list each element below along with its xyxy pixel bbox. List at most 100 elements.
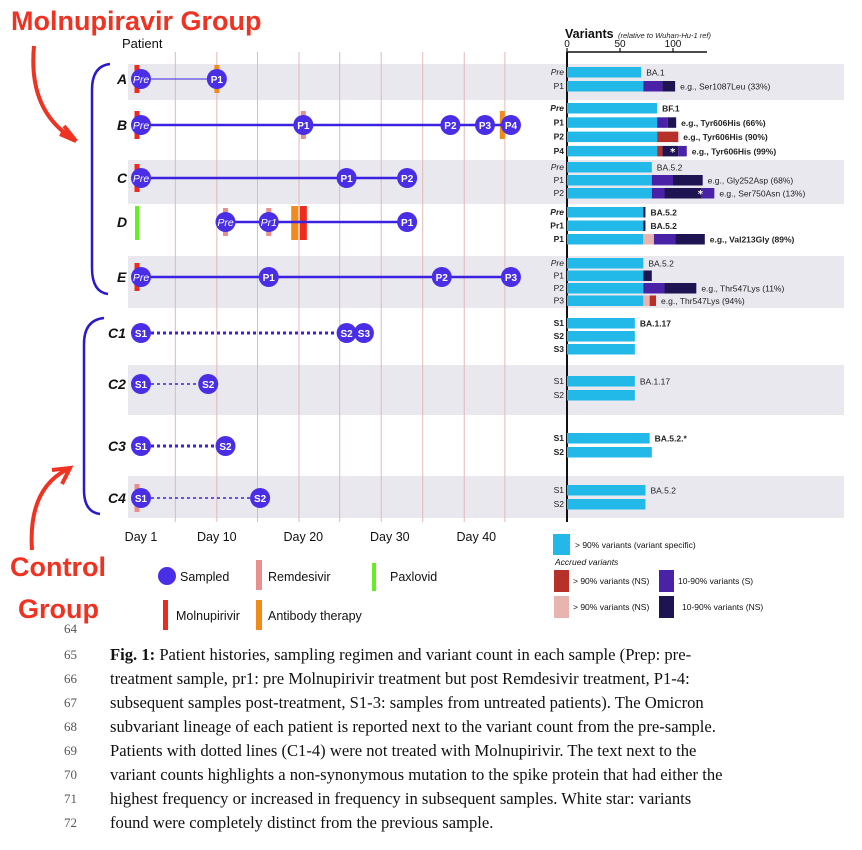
variant-bar-specific (567, 234, 644, 245)
timeline-row-shade (128, 476, 540, 518)
sample-label: S1 (135, 380, 148, 391)
caption-line: found were completely distinct from the … (110, 813, 494, 832)
variant-bar-accrued (653, 234, 676, 245)
variant-row-label: P1 (554, 271, 565, 281)
variant-note: e.g., Tyr606His (66%) (681, 118, 766, 128)
legend-ns90-label: > 90% variants (NS) (573, 576, 649, 586)
variant-row-label: P1 (554, 117, 565, 127)
variant-row-label: P2 (554, 283, 565, 293)
control-group-title-line1: Control (10, 552, 106, 582)
variants-subtitle: (relative to Wuhan-Hu-1 ref) (618, 31, 711, 40)
variant-bar-accrued (664, 283, 697, 294)
legend-remdesivir-swatch (256, 560, 262, 590)
patient-label: C2 (108, 376, 126, 392)
control-arrowhead (51, 465, 74, 485)
sample-point (397, 212, 418, 232)
variant-bar-accrued (678, 145, 687, 157)
variant-bar-accrued (667, 117, 677, 128)
variant-row-label: S3 (554, 344, 565, 354)
variant-row-label: P2 (554, 188, 565, 198)
sample-label: S2 (202, 380, 215, 391)
variant-row-label: S1 (554, 318, 565, 328)
legend-s90-swatch (554, 596, 569, 618)
patient-label: C1 (108, 325, 126, 341)
patient-label: D (117, 214, 127, 230)
variant-bar-specific (567, 220, 644, 231)
variant-bar-specific (567, 145, 658, 157)
variant-bar-accrued (651, 188, 665, 199)
legend-paxlovid-swatch (372, 563, 376, 591)
variant-row-label: Pre (550, 103, 564, 113)
timeline-row-shade (128, 160, 540, 204)
variant-row-label: P1 (554, 175, 565, 185)
variant-row-label: S2 (554, 390, 565, 400)
molnupiravir-bracket (90, 62, 111, 296)
variant-bar-specific (567, 390, 635, 401)
sample-label: P2 (401, 174, 414, 185)
sample-label: Pre (133, 173, 150, 185)
variant-bar-specific (567, 447, 652, 458)
variant-note: BA.5.2.* (655, 434, 688, 444)
variant-bar-specific (567, 376, 635, 387)
variant-note: BF.1 (662, 104, 680, 114)
legend-accrued-title: Accrued variants (554, 557, 619, 567)
variant-note: e.g., Tyr606His (99%) (692, 146, 777, 156)
legend-paxlovid-label: Paxlovid (390, 570, 437, 584)
line-number: 66 (64, 671, 77, 686)
variant-note: e.g., Gly252Asp (68%) (708, 176, 794, 186)
legend-ns90-swatch (554, 570, 569, 592)
legend-antibody-swatch (256, 600, 262, 630)
variant-row-label: P1 (554, 81, 565, 91)
sample-label: S2 (340, 329, 353, 340)
variant-bar-specific (567, 188, 652, 199)
sample-label: Pre (133, 120, 150, 132)
variant-row-label: S1 (554, 485, 565, 495)
sample-point (131, 436, 151, 456)
variant-note: BA.5.2 (648, 259, 674, 269)
sample-point (131, 374, 151, 394)
line-number: 65 (64, 647, 77, 662)
variant-note: BA.5.2 (650, 221, 677, 231)
molnupiravir-arrowhead (59, 124, 78, 143)
variant-row-label: S1 (554, 376, 565, 386)
variant-row-label: S1 (554, 433, 565, 443)
variants-title: Variants (565, 27, 614, 41)
day-tick-label: Day 40 (457, 530, 497, 544)
sample-point (206, 69, 227, 89)
variant-row-label: Pr1 (550, 221, 564, 231)
variant-bar-accrued (673, 175, 703, 186)
variant-bar-accrued (657, 117, 668, 128)
legend-antibody-label: Antibody therapy (268, 609, 363, 623)
variant-row-label: P3 (554, 296, 565, 306)
variant-bar-specific (567, 103, 658, 114)
paxlovid-bar (135, 206, 139, 240)
variant-bar-accrued (643, 81, 663, 92)
sample-label: S1 (135, 494, 148, 505)
line-number: 71 (64, 791, 77, 806)
legend-s1090-swatch (659, 570, 674, 592)
line-number: 69 (64, 743, 77, 758)
variant-note: e.g., Ser1087Leu (33%) (680, 82, 770, 92)
sample-label: P2 (436, 273, 449, 284)
sample-label: P1 (340, 174, 353, 185)
sample-label: S1 (135, 442, 148, 453)
sample-label: Pre (217, 217, 234, 229)
variant-bar-specific (567, 485, 646, 496)
variant-bar-specific (567, 207, 644, 218)
variants-tick-label: 100 (665, 39, 682, 50)
variant-bar-accrued (657, 145, 663, 157)
line-number: 68 (64, 719, 77, 734)
sample-label: P1 (263, 273, 276, 284)
variant-row-label: Pre (551, 258, 565, 268)
variant-note: BA.5.2 (650, 486, 676, 496)
variant-bar-specific (567, 131, 658, 143)
white-star: * (670, 147, 676, 158)
variant-note: e.g., Ser750Asn (13%) (719, 189, 805, 199)
variant-note: BA.1.17 (640, 377, 671, 387)
day-tick-label: Day 10 (197, 530, 237, 544)
molnupiravir-arrow (31, 45, 74, 140)
variant-bar-accrued (662, 81, 676, 92)
legend-molnupiravir-label: Molnupirivir (176, 609, 240, 623)
legend-s1090-label: 10-90% variants (S) (678, 576, 753, 586)
line-number: 72 (64, 815, 77, 830)
